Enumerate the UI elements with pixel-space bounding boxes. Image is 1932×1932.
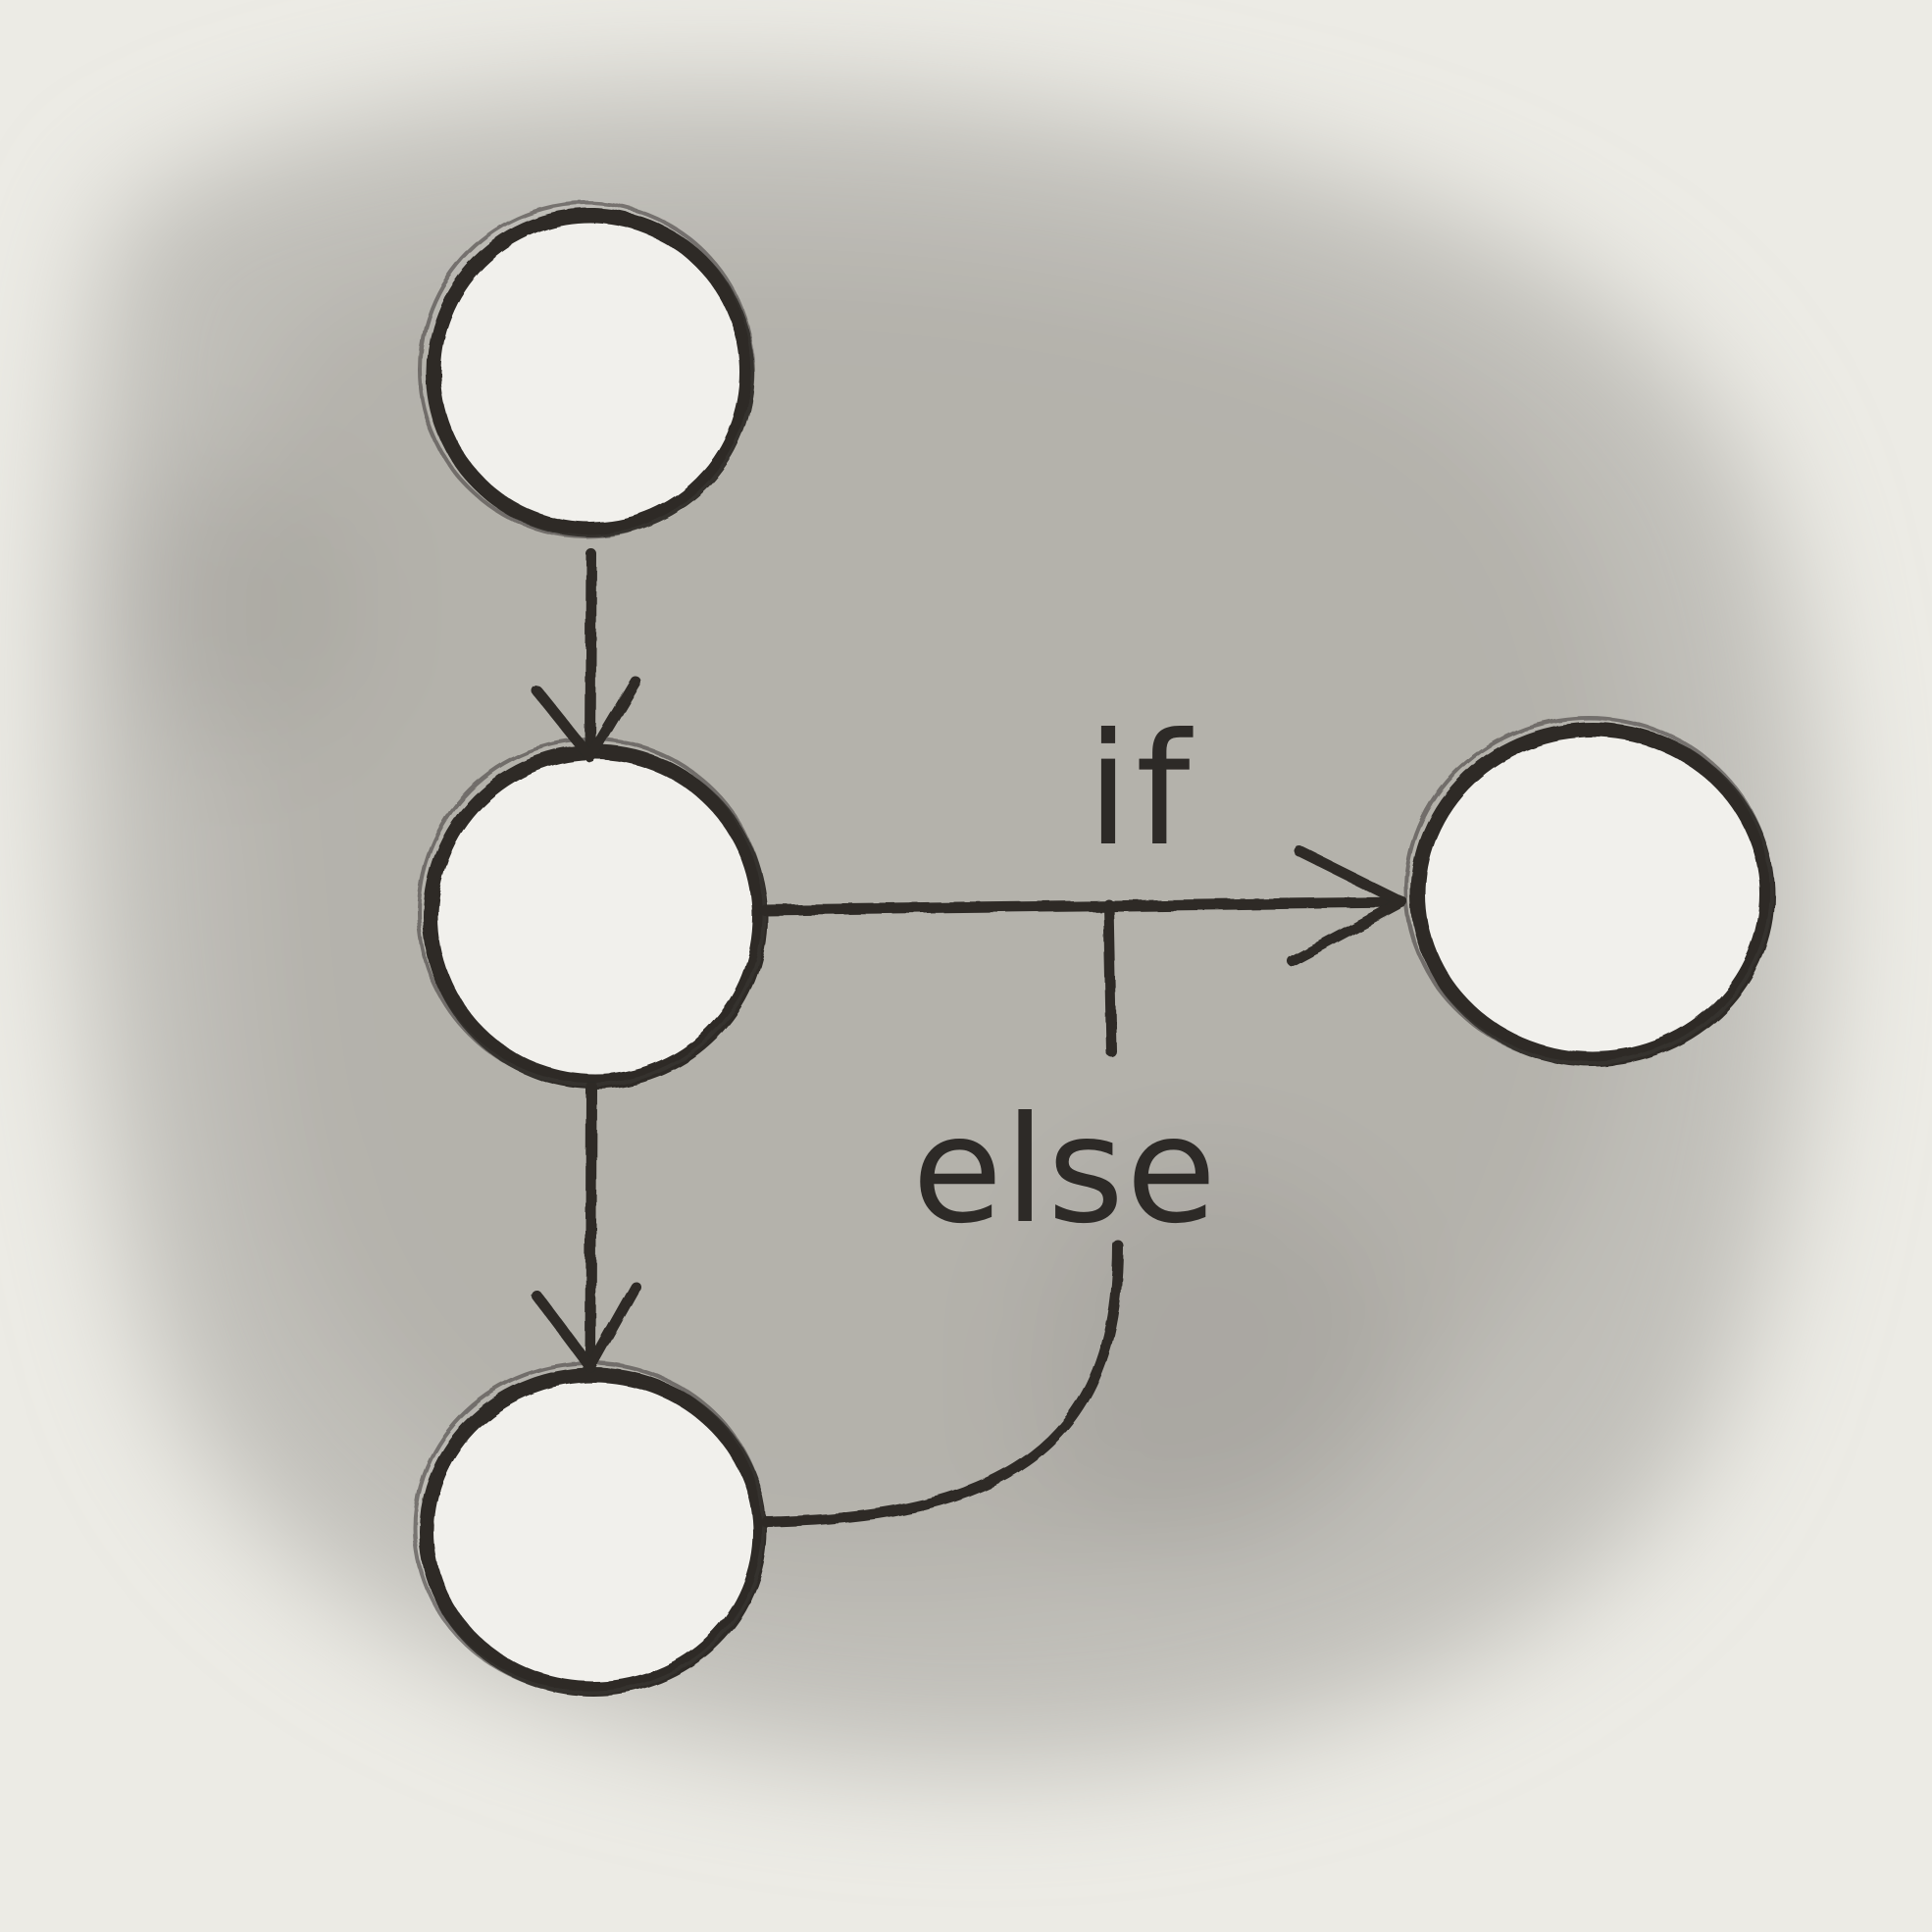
node-1-circle (426, 208, 755, 537)
node-3-circle (1410, 722, 1775, 1067)
edge-label-else: else (912, 1086, 1218, 1256)
edge-node2-to-node3-if (759, 845, 1408, 1057)
node-3-outline-echo (1404, 716, 1773, 1065)
node-3 (1404, 716, 1775, 1067)
edge-node2-to-node4 (532, 1081, 641, 1373)
if-else-divider-tick (1102, 898, 1117, 1057)
edge-line (585, 1081, 597, 1371)
edge-line (761, 1240, 1124, 1528)
node-2 (417, 737, 768, 1090)
node-1 (418, 201, 755, 538)
node-2-circle (423, 744, 768, 1090)
arrowhead-icon (532, 676, 641, 763)
edge-line (585, 548, 597, 761)
arrowhead-icon (1287, 845, 1408, 967)
edge-line (759, 896, 1408, 916)
edge-label-if: if (1087, 700, 1196, 881)
node-1-outline-echo (418, 201, 755, 538)
node-4-circle (419, 1367, 768, 1697)
node-4 (413, 1361, 768, 1697)
arrowhead-icon (532, 1281, 641, 1373)
edge-node1-to-node2 (532, 548, 641, 763)
edge-else-to-node4 (761, 1240, 1124, 1528)
